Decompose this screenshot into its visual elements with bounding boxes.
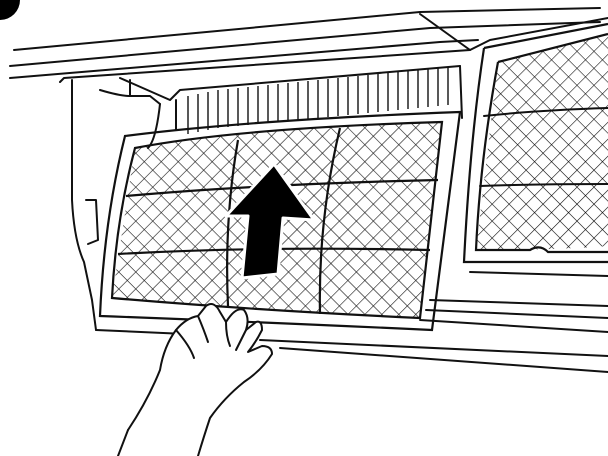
step-badge-icon bbox=[0, 0, 20, 20]
hand-icon bbox=[118, 304, 272, 456]
right-air-filter bbox=[464, 24, 608, 276]
